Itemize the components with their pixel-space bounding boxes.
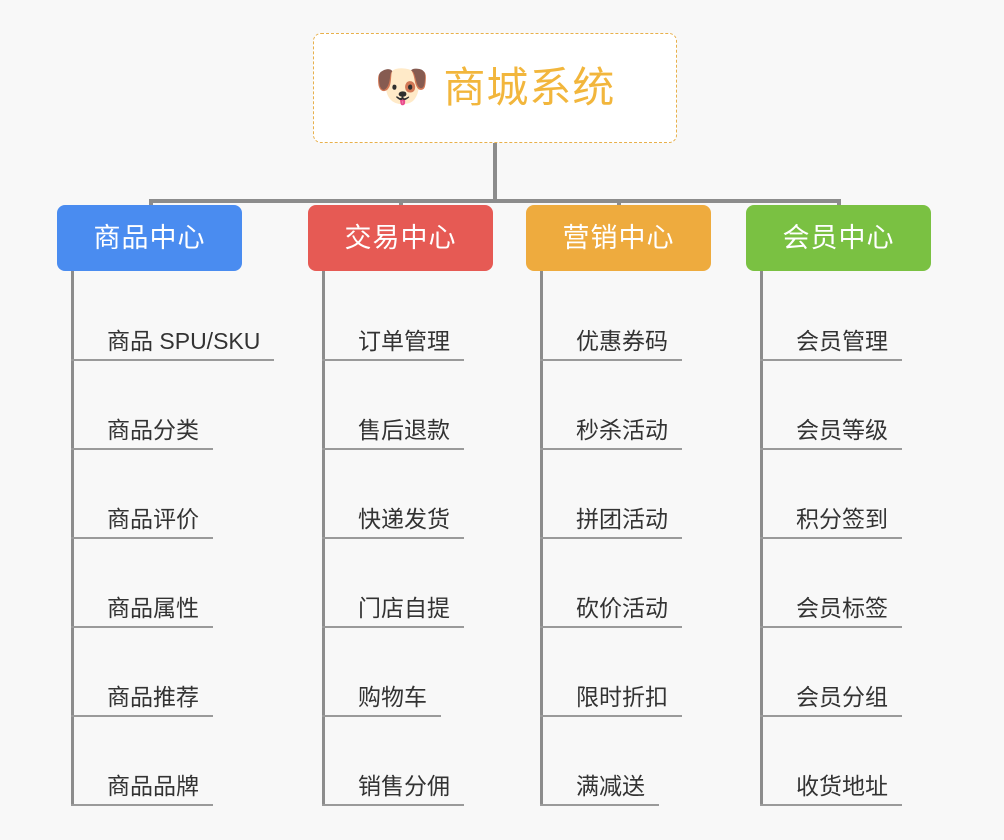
connector-horizontal-bus <box>149 199 839 203</box>
root-node[interactable]: 🐶 商城系统 <box>313 33 677 143</box>
leaf-item[interactable]: 砍价活动 <box>540 568 682 628</box>
leaf-item[interactable]: 商品推荐 <box>71 657 213 717</box>
category-label: 会员中心 <box>782 222 895 253</box>
leaf-item-label: 购物车 <box>358 683 427 710</box>
leaf-item[interactable]: 秒杀活动 <box>540 390 682 450</box>
leaf-item[interactable]: 门店自提 <box>322 568 464 628</box>
category-label: 商品中心 <box>93 222 206 253</box>
leaf-item-label: 门店自提 <box>358 594 450 621</box>
shiba-dog-face-icon: 🐶 <box>374 62 430 111</box>
leaf-item-label: 限时折扣 <box>576 683 668 710</box>
category-box-4[interactable]: 会员中心 <box>746 205 931 271</box>
leaf-item-label: 商品 SPU/SKU <box>107 327 261 354</box>
connector-root-stem <box>493 143 497 203</box>
leaf-item[interactable]: 销售分佣 <box>322 746 464 806</box>
leaf-item[interactable]: 会员等级 <box>760 390 902 450</box>
leaf-item[interactable]: 商品评价 <box>71 479 213 539</box>
leaf-item[interactable]: 商品 SPU/SKU <box>71 301 275 361</box>
leaf-item-label: 商品推荐 <box>107 683 199 710</box>
leaf-item-label: 满减送 <box>576 772 645 799</box>
leaf-item-label: 拼团活动 <box>576 505 668 532</box>
leaf-item[interactable]: 拼团活动 <box>540 479 682 539</box>
leaf-item[interactable]: 限时折扣 <box>540 657 682 717</box>
leaf-item-label: 会员等级 <box>796 416 888 443</box>
leaf-item-label: 商品评价 <box>107 505 199 532</box>
leaf-item-label: 商品品牌 <box>107 772 199 799</box>
leaf-item[interactable]: 会员标签 <box>760 568 902 628</box>
leaf-item-label: 会员标签 <box>796 594 888 621</box>
leaf-item-label: 订单管理 <box>358 327 450 354</box>
category-box-1[interactable]: 商品中心 <box>57 205 242 271</box>
leaf-item[interactable]: 售后退款 <box>322 390 464 450</box>
leaf-item-label: 秒杀活动 <box>576 416 668 443</box>
leaf-item[interactable]: 满减送 <box>540 746 659 806</box>
category-label: 交易中心 <box>344 222 457 253</box>
leaf-item[interactable]: 购物车 <box>322 657 441 717</box>
leaf-item-label: 优惠券码 <box>576 327 668 354</box>
leaf-item[interactable]: 商品属性 <box>71 568 213 628</box>
leaf-item[interactable]: 快递发货 <box>322 479 464 539</box>
leaf-item[interactable]: 优惠券码 <box>540 301 682 361</box>
leaf-item-label: 会员管理 <box>796 327 888 354</box>
leaf-item[interactable]: 商品分类 <box>71 390 213 450</box>
leaf-item-label: 商品分类 <box>107 416 199 443</box>
leaf-item-label: 会员分组 <box>796 683 888 710</box>
leaf-item-label: 积分签到 <box>796 505 888 532</box>
leaf-item[interactable]: 会员分组 <box>760 657 902 717</box>
leaf-item-label: 商品属性 <box>107 594 199 621</box>
leaf-item[interactable]: 积分签到 <box>760 479 902 539</box>
leaf-item-label: 售后退款 <box>358 416 450 443</box>
leaf-item-label: 收货地址 <box>796 772 888 799</box>
category-label: 营销中心 <box>562 222 675 253</box>
leaf-item[interactable]: 收货地址 <box>760 746 902 806</box>
leaf-item[interactable]: 订单管理 <box>322 301 464 361</box>
leaf-item[interactable]: 商品品牌 <box>71 746 213 806</box>
root-title: 商城系统 <box>443 64 616 111</box>
category-box-2[interactable]: 交易中心 <box>308 205 493 271</box>
leaf-item-label: 销售分佣 <box>358 772 450 799</box>
leaf-item-label: 快递发货 <box>358 505 450 532</box>
leaf-item[interactable]: 会员管理 <box>760 301 902 361</box>
category-box-3[interactable]: 营销中心 <box>526 205 711 271</box>
leaf-item-label: 砍价活动 <box>576 594 668 621</box>
